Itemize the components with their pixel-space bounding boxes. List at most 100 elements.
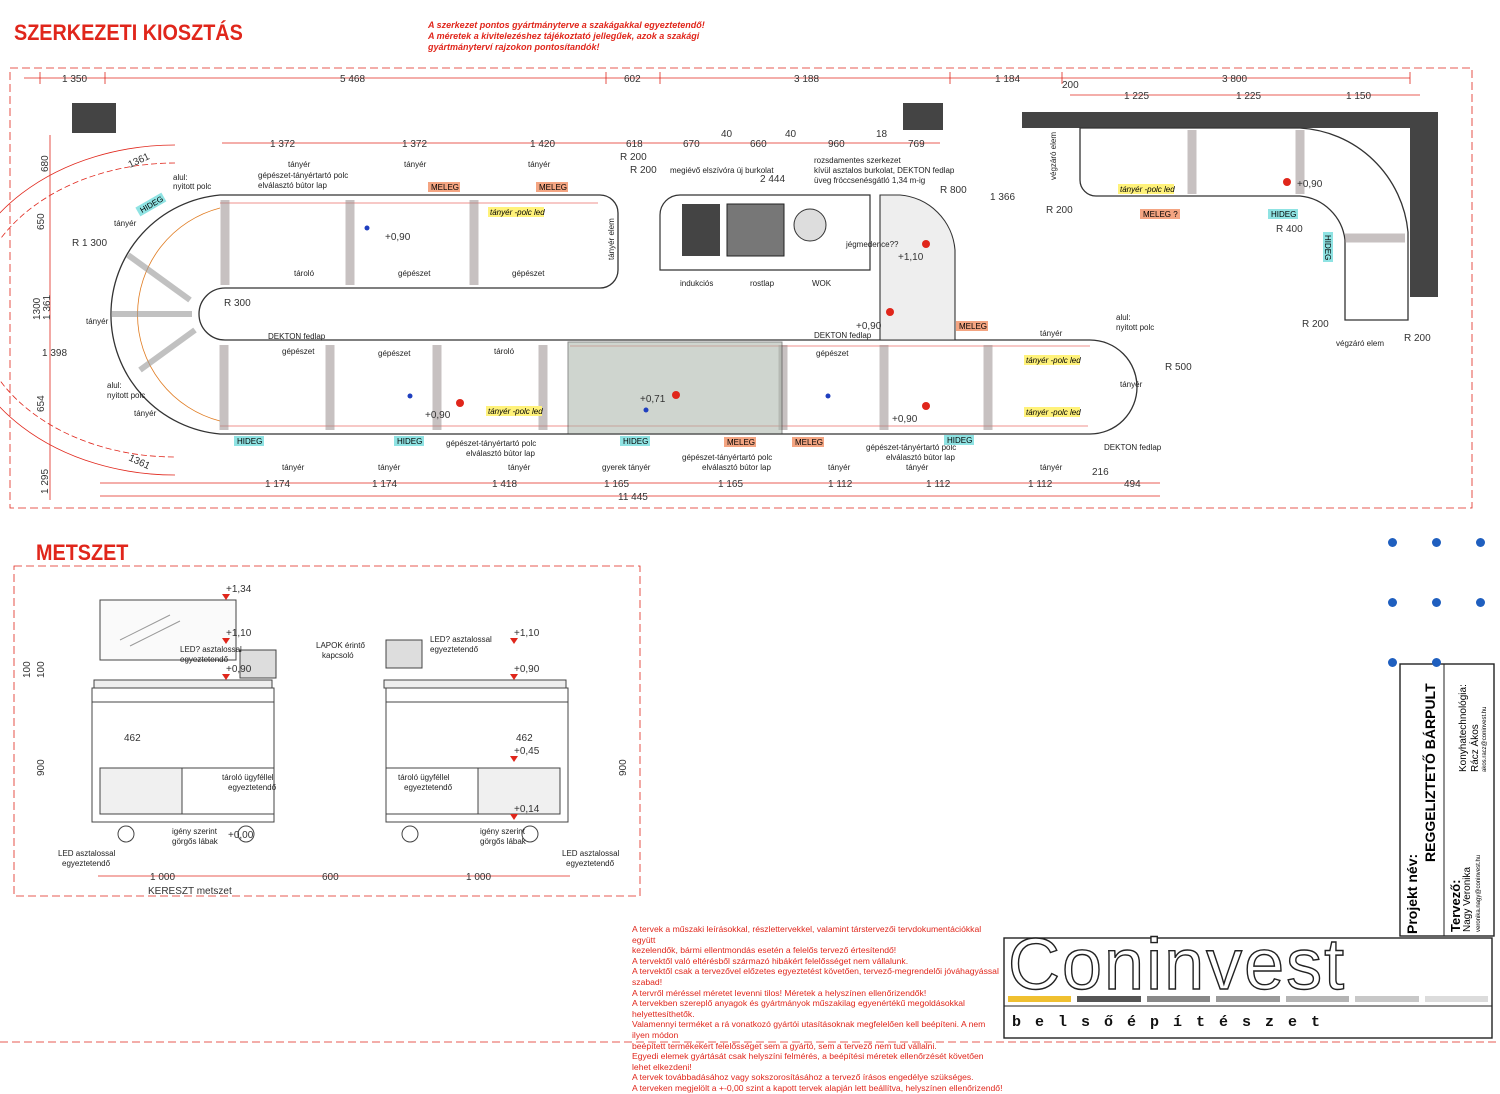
- tag-hideg: [394, 436, 424, 446]
- dim-inner: 1 372: [402, 139, 427, 150]
- section-dim: 1 000: [150, 872, 175, 883]
- shelf-dividers: [1187, 130, 1405, 243]
- tag-led-text: tányér -polc led: [488, 407, 543, 416]
- blue-dot: [1388, 598, 1397, 607]
- warning-line: A tervek a műszaki leírásokkal, részlett…: [632, 924, 982, 945]
- section-level: +1,10: [226, 628, 252, 639]
- outer-dimension-arc: [0, 144, 176, 476]
- section-frame: [13, 565, 641, 897]
- plan-note-line: gyártmányterví rajzokon pontosítandók!: [428, 42, 600, 52]
- section-height: 900: [618, 759, 629, 776]
- outer-dimension-arc: [0, 162, 176, 458]
- radius-label: R 1 300: [72, 238, 107, 249]
- tag-led-text: tányér -polc led: [490, 208, 545, 217]
- dim-inner: 18: [876, 129, 888, 140]
- label-tanyer-elem: tányér elem: [607, 218, 616, 260]
- titleblock-frame: [1399, 663, 1495, 937]
- level-marker: +0,90: [425, 410, 451, 421]
- color-bars: [1008, 996, 1488, 1002]
- label-tanyer: tányér: [828, 463, 851, 472]
- wok: [793, 208, 827, 242]
- radial-dividers: [112, 252, 197, 373]
- label-vegzaro: végzáró elem: [1049, 132, 1058, 180]
- radius-label: R 300: [224, 298, 251, 309]
- level-marker: +0,90: [1297, 179, 1323, 190]
- tag-hideg: [620, 436, 650, 446]
- designer-email: veronika.nagy@coninvest.hu: [1476, 854, 1482, 932]
- label-rostlap: rostlap: [750, 279, 775, 288]
- section-dim: 462: [124, 733, 141, 744]
- dim-top: 5 468: [340, 74, 365, 85]
- label-tarolo: tároló: [494, 347, 515, 356]
- dim-bottom: 1 112: [828, 479, 853, 490]
- tech-label: Konyhatechnológia:: [1458, 684, 1469, 772]
- plan-note-line: A szerkezet pontos gyártmányterve a szak…: [428, 20, 705, 30]
- radius-label: R 200: [630, 165, 657, 176]
- label-tanyer: tányér: [282, 463, 305, 472]
- label-tanyer: tányér: [906, 463, 929, 472]
- connection-dots: [364, 225, 831, 413]
- label-dekton: DEKTON fedlap: [1104, 443, 1162, 452]
- label-alul: alul:: [173, 173, 188, 182]
- dim-inner: 670: [683, 139, 700, 150]
- blue-dot: [1476, 598, 1485, 607]
- tag-hideg: [135, 192, 167, 217]
- color-bar: [1216, 996, 1280, 1002]
- section-dim: 1 000: [466, 872, 491, 883]
- tag-meleg: [792, 437, 824, 447]
- label-elvalaszto: elválasztó bútor lap: [258, 181, 327, 190]
- logo-frame: [1003, 937, 1493, 1039]
- tag-meleg: [428, 182, 460, 192]
- dim-top: 602: [624, 74, 641, 85]
- dim-bottom: 1 112: [926, 479, 951, 490]
- blue-dot: [1388, 658, 1397, 667]
- warning-line: A tervek továbbadásához vagy sokszorosít…: [632, 1072, 974, 1083]
- tag-hideg: [944, 435, 974, 445]
- color-bar: [1285, 996, 1350, 1002]
- section-label-led: LED? asztalossal: [180, 645, 242, 654]
- label-tanyer: tányér: [86, 317, 109, 326]
- section-level: +0,90: [514, 664, 540, 675]
- radius-label: R 200: [620, 152, 647, 163]
- tag-meleg-text: MELEG: [727, 438, 755, 447]
- blue-dot: [1476, 538, 1485, 547]
- designer-label: Tervező:: [1448, 879, 1463, 933]
- plan-note-line: A méretek a kivitelezéshez tájékoztató j…: [428, 31, 700, 41]
- blue-dot: [1432, 658, 1441, 667]
- section-label-led: LED? asztalossal: [430, 635, 492, 644]
- label-rozsdamentes: üveg fröccsenésgátló 1,34 m-ig: [814, 176, 925, 185]
- section-level: +0,90: [226, 664, 252, 675]
- dim-inner: 618: [626, 139, 643, 150]
- logo-subtitle: belsőépítészet: [1012, 1014, 1335, 1031]
- dim-bottom: 1 165: [718, 479, 743, 490]
- tag-meleg: [956, 321, 988, 331]
- tag-meleg-q-text: MELEG ?: [1143, 210, 1178, 219]
- label-tanyer: tányér: [528, 160, 551, 169]
- tag-hideg: [234, 436, 264, 446]
- label-tanyer: tányér: [288, 160, 311, 169]
- dim-left: 1 295: [40, 469, 51, 494]
- dim-inner: 960: [828, 139, 845, 150]
- tag-meleg-text: MELEG: [539, 183, 567, 192]
- label-tanyer: tányér: [114, 219, 137, 228]
- level-marker: +0,90: [385, 232, 411, 243]
- column: [903, 103, 943, 130]
- tag-led: [1024, 407, 1080, 417]
- section-level-triangles: [222, 594, 518, 820]
- level-marker: +0,71: [640, 394, 666, 405]
- level-marker: +0,90: [856, 321, 882, 332]
- label-alul: alul:: [107, 381, 122, 390]
- section-height: 100: [36, 661, 47, 678]
- dim-inner: 769: [908, 139, 925, 150]
- section-label-led-asztal: LED asztalossal: [58, 849, 116, 858]
- tag-hideg: [1323, 232, 1333, 262]
- color-bar: [1146, 996, 1211, 1002]
- warning-line: A tervektől csak a tervezővel előzetes e…: [632, 966, 999, 987]
- tech-name: Rácz Ákos: [1470, 724, 1481, 772]
- section-label-egyeztetendo: egyeztetendő: [62, 859, 111, 868]
- tag-meleg-text: MELEG: [431, 183, 459, 192]
- section-label-lapok: LAPOK érintő: [316, 641, 365, 650]
- dim-top: 3 188: [794, 74, 819, 85]
- bottom-dimension-line: [100, 482, 1160, 497]
- tag-led: [1024, 355, 1080, 365]
